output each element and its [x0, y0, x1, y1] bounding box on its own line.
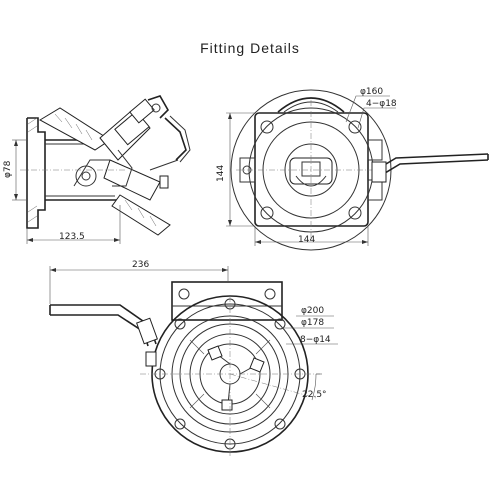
- dim-pitch-circle: φ178: [301, 318, 325, 328]
- dim-flange-diameter: φ160: [360, 87, 384, 97]
- side-section-view: [12, 95, 191, 244]
- dim-side-length: 123.5: [59, 232, 85, 242]
- dim-hole-angle: 22.5°: [302, 390, 327, 400]
- front-view: [226, 89, 489, 251]
- dim-bolt-holes: 4−φ18: [366, 99, 397, 109]
- dim-flange-holes: 8−φ14: [300, 335, 331, 345]
- bottom-view: [49, 266, 338, 458]
- dim-bore-diameter: φ78: [3, 160, 13, 178]
- dim-outer-diameter: φ200: [301, 306, 325, 316]
- dim-front-width: 144: [298, 235, 316, 245]
- drawing-title: Fitting Details: [200, 40, 300, 56]
- dim-front-height: 144: [216, 164, 226, 182]
- dim-overall-length: 236: [132, 260, 150, 270]
